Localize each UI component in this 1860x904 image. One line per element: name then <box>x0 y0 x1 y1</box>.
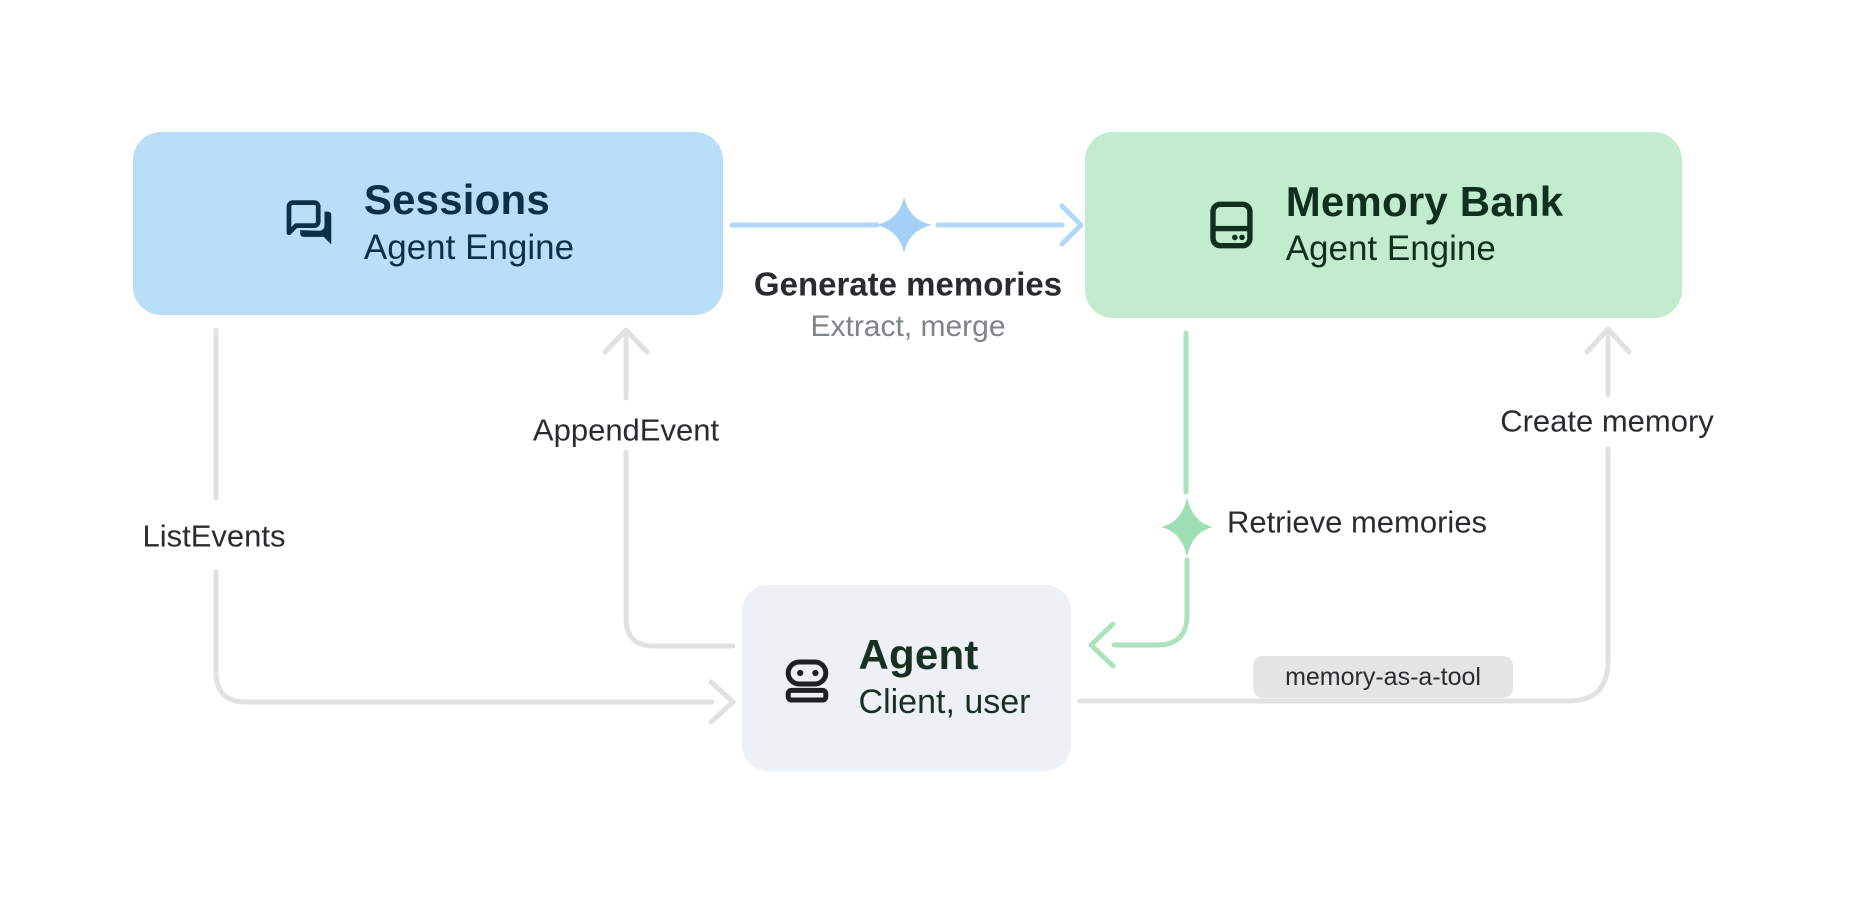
edge-retrieve-memories-arrow <box>1088 330 1190 669</box>
memory-as-a-tool-badge: memory-as-a-tool <box>1253 656 1513 698</box>
node-agent: Agent Client, user <box>742 585 1071 771</box>
edge-label-create-memory: Create memory <box>1500 403 1714 439</box>
node-agent-title: Agent <box>858 631 979 679</box>
node-sessions: Sessions Agent Engine <box>133 132 723 315</box>
edge-label-list-events: ListEvents <box>142 518 286 554</box>
gemini-sparkle-blue-icon <box>876 197 932 253</box>
node-sessions-title: Sessions <box>363 176 550 224</box>
edge-label-generate-memories: Generate memories <box>753 265 1063 303</box>
robot-icon <box>783 652 831 704</box>
edge-label-retrieve-memories: Retrieve memories <box>1226 504 1488 540</box>
edge-create-memory-arrow <box>1077 326 1632 704</box>
node-memory-bank: Memory Bank Agent Engine <box>1085 132 1682 318</box>
gemini-sparkle-green-icon <box>1161 497 1213 557</box>
memory-storage-icon <box>1204 197 1258 253</box>
edge-sublabel-extract-merge: Extract, merge <box>810 310 1006 343</box>
node-memory-bank-subtitle: Agent Engine <box>1285 229 1496 269</box>
edge-generate-memories-arrow <box>729 203 1084 247</box>
edge-append-event-arrow <box>602 327 736 649</box>
node-agent-subtitle: Client, user <box>858 682 1031 721</box>
node-sessions-subtitle: Agent Engine <box>363 227 575 267</box>
edge-list-events-arrow <box>213 327 736 725</box>
chat-forum-icon <box>282 197 336 251</box>
edge-label-append-event: AppendEvent <box>532 412 720 448</box>
node-memory-bank-title: Memory Bank <box>1285 177 1564 225</box>
